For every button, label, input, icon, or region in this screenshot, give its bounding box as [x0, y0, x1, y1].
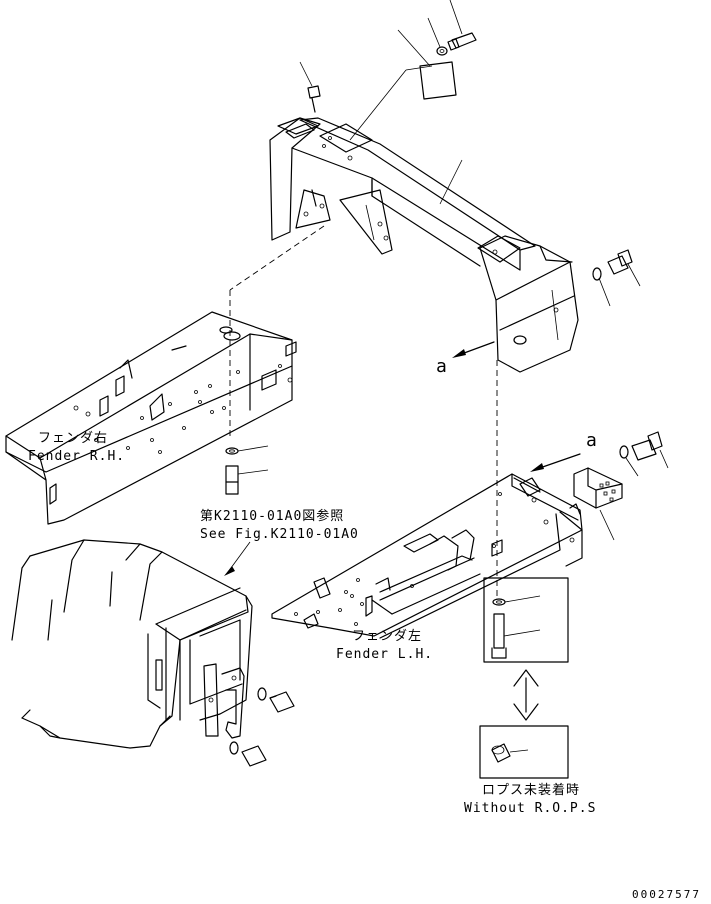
fender-lh-side-bolt [619, 431, 669, 477]
fender-rh [5, 311, 297, 525]
frame-small-bolt [299, 61, 321, 113]
detail-box-plug [479, 725, 569, 779]
view-marker-lower: a [586, 430, 597, 451]
fender-rh-label-jp: フェンダ右 [38, 431, 108, 446]
rops-label-en: Without R.O.P.S [464, 801, 596, 816]
top-cover-washer [427, 17, 448, 56]
reference-label-jp: 第K2110-01A0図参照 [200, 508, 344, 524]
fender-rh-label: フェンダ右 Fender R.H. [28, 431, 125, 464]
cab-body [11, 539, 253, 749]
cab-handrail [203, 663, 245, 739]
reference-label-en: See Fig.K2110-01A0 [200, 527, 359, 542]
view-arrow-lower: a [530, 430, 597, 472]
drawing-number: 00027577 [632, 888, 701, 901]
fender-rh-bolt [225, 465, 269, 495]
rear-frame [269, 117, 579, 373]
fender-lh [271, 473, 583, 639]
cover-plate [349, 29, 457, 141]
cab-bolt-upper [257, 687, 295, 713]
fender-rh-label-en: Fender R.H. [28, 449, 125, 464]
frame-side-bolt [592, 249, 641, 307]
fender-lh-label-en: Fender L.H. [336, 647, 433, 662]
cab-bolt-lower [229, 741, 267, 767]
view-arrow-upper: a [436, 341, 495, 377]
fender-rh-washer [225, 445, 269, 455]
view-marker-upper: a [436, 356, 447, 377]
reference-note: 第K2110-01A0図参照 See Fig.K2110-01A0 [200, 508, 359, 576]
fender-lh-label-jp: フェンダ左 [352, 629, 422, 644]
fender-lh-bracket [573, 467, 623, 541]
top-cover-bolt [447, 0, 477, 51]
alternative-arrow [513, 669, 539, 721]
align-line-rh [229, 225, 325, 291]
rops-label-jp: ロプス未装着時 [482, 782, 580, 798]
rops-label: ロプス未装着時 Without R.O.P.S [464, 782, 596, 816]
fender-lh-label: フェンダ左 Fender L.H. [336, 629, 433, 662]
detail-box-bolt [483, 577, 569, 663]
